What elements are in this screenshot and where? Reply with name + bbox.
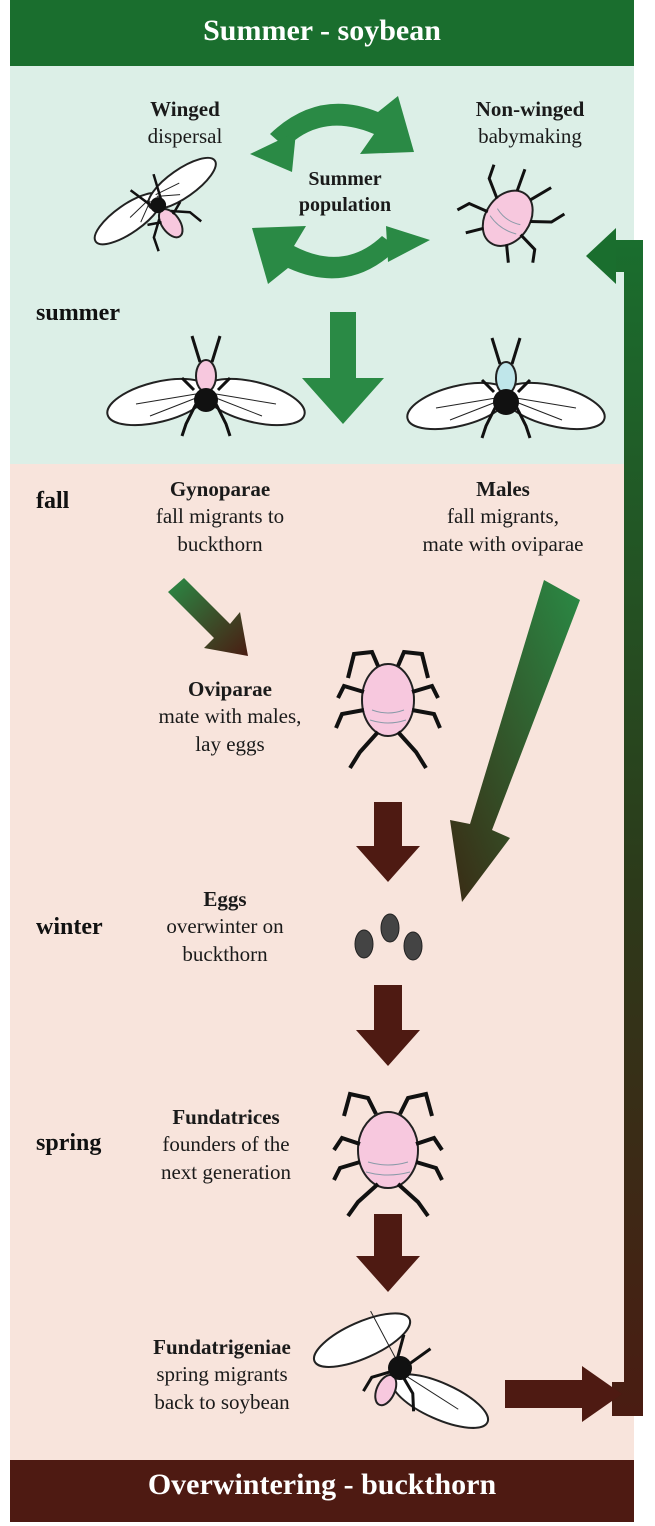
season-summer-label: summer <box>36 300 120 327</box>
fundatrices-stage-label: Fundatrices founders of the next generat… <box>128 1104 324 1186</box>
top-banner-title: Summer - soybean <box>10 14 634 48</box>
oviparae-stage-label: Oviparae mate with males, lay eggs <box>130 676 330 758</box>
season-fall-label: fall <box>36 488 69 515</box>
egg-3 <box>404 932 422 960</box>
winged-stage-label: Winged dispersal <box>110 96 260 151</box>
eggs-stage-label: Eggs overwinter on buckthorn <box>130 886 320 968</box>
egg-1 <box>355 930 373 958</box>
fundatrigeniae-stage-label: Fundatrigeniae spring migrants back to s… <box>122 1334 322 1416</box>
nonwinged-stage-label: Non-winged babymaking <box>440 96 620 151</box>
males-stage-label: Males fall migrants, mate with oviparae <box>394 476 612 558</box>
gynoparae-stage-label: Gynoparae fall migrants to buckthorn <box>120 476 320 558</box>
bottom-banner-title: Overwintering - buckthorn <box>10 1468 634 1502</box>
season-spring-label: spring <box>36 1130 101 1157</box>
season-winter-label: winter <box>36 914 103 941</box>
summer-population-label: Summer population <box>280 166 410 218</box>
egg-2 <box>381 914 399 942</box>
